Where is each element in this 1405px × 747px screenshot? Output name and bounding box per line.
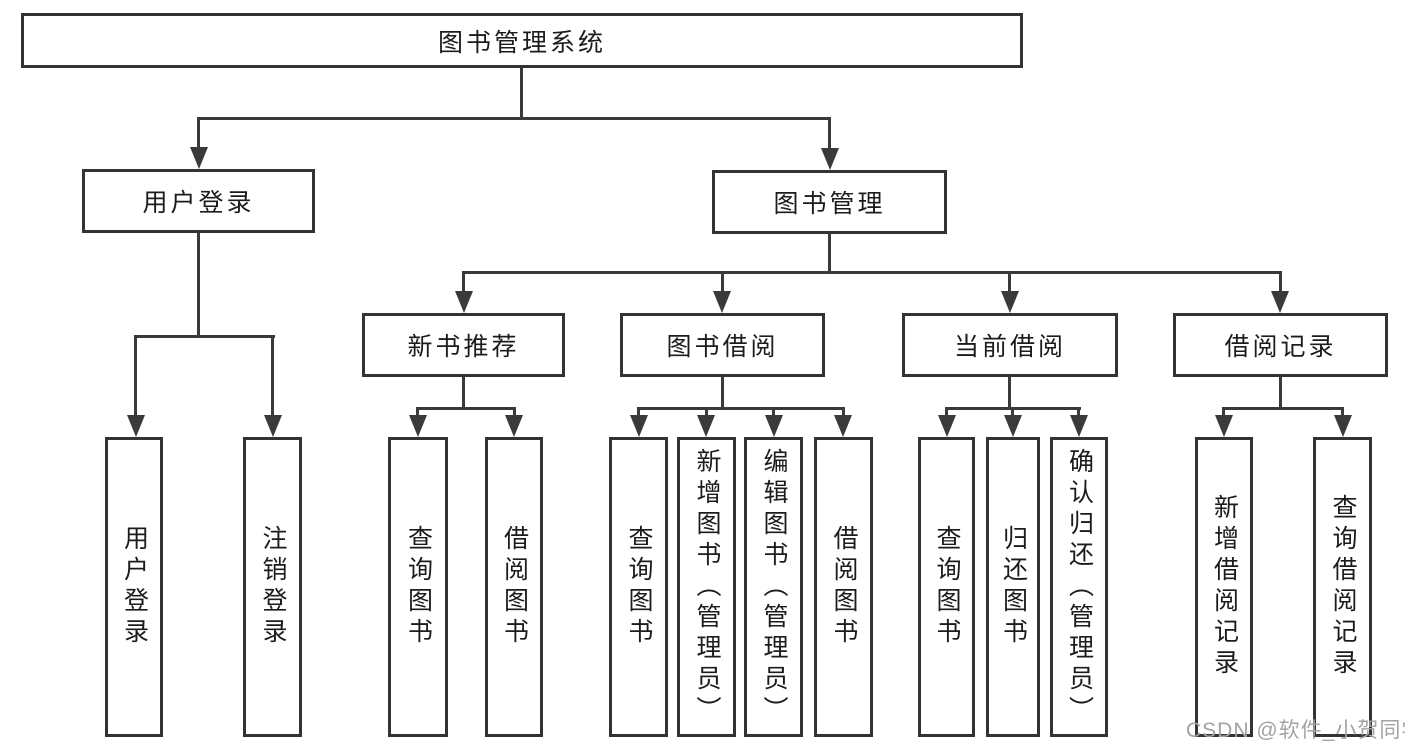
leaf-return-books-label: 归还图书 — [999, 525, 1028, 649]
connector-line — [134, 335, 275, 338]
leaf-add-borrow-record-label: 新增借阅记录 — [1210, 494, 1239, 680]
leaf-edit-books-admin: 编辑图书（管理员） — [744, 437, 803, 737]
connector-line — [1008, 377, 1011, 409]
leaf-add-books-admin-label: 新增图书（管理员） — [693, 447, 721, 727]
watermark: CSDN @软件_小贺同学 — [1186, 719, 1405, 742]
leaf-edit-books-admin-label: 编辑图书（管理员） — [760, 447, 788, 727]
arrowhead-down-icon — [765, 415, 783, 437]
node-borrow-records: 借阅记录 — [1173, 313, 1388, 377]
connector-line — [945, 407, 948, 419]
arrowhead-down-icon — [834, 415, 852, 437]
leaf-add-books-admin: 新增图书（管理员） — [677, 437, 736, 737]
arrowhead-down-icon — [264, 415, 282, 437]
connector-line — [772, 407, 775, 419]
arrowhead-down-icon — [821, 148, 839, 170]
node-book-borrow-label: 图书借阅 — [666, 333, 779, 361]
connector-line — [520, 68, 523, 118]
leaf-query-books-current: 查询图书 — [918, 437, 975, 737]
connector-line — [1008, 271, 1011, 295]
arrowhead-down-icon — [127, 415, 145, 437]
connector-line — [1011, 407, 1014, 419]
connector-line — [721, 377, 724, 409]
connector-line — [197, 117, 200, 149]
arrowhead-down-icon — [697, 415, 715, 437]
leaf-borrow-books-label: 借阅图书 — [830, 525, 858, 649]
leaf-query-books-recommend: 查询图书 — [388, 437, 448, 737]
arrowhead-down-icon — [1271, 291, 1289, 313]
connector-line — [134, 335, 137, 417]
connector-line — [1341, 407, 1344, 419]
arrowhead-down-icon — [1215, 415, 1233, 437]
arrowhead-down-icon — [190, 147, 208, 169]
connector-line — [637, 407, 640, 419]
arrowhead-down-icon — [630, 415, 648, 437]
leaf-user-login: 用户登录 — [105, 437, 163, 737]
node-user-login: 用户登录 — [82, 169, 315, 233]
node-current-borrow-label: 当前借阅 — [953, 333, 1066, 361]
arrowhead-down-icon — [713, 291, 731, 313]
leaf-query-books-borrow: 查询图书 — [609, 437, 668, 737]
node-root: 图书管理系统 — [21, 13, 1023, 68]
connector-line — [1222, 407, 1225, 419]
connector-line — [842, 407, 845, 419]
connector-line — [462, 271, 1282, 274]
node-book-management: 图书管理 — [712, 170, 947, 234]
connector-line — [1077, 407, 1080, 419]
connector-line — [416, 407, 419, 419]
connector-line — [1279, 377, 1282, 409]
leaf-confirm-return-admin: 确认归还（管理员） — [1050, 437, 1108, 737]
arrowhead-down-icon — [1004, 415, 1022, 437]
leaf-logout: 注销登录 — [243, 437, 302, 737]
leaf-add-borrow-record: 新增借阅记录 — [1195, 437, 1253, 737]
leaf-query-borrow-record-label: 查询借阅记录 — [1329, 494, 1357, 680]
node-book-management-label: 图书管理 — [773, 190, 886, 218]
connector-line — [271, 335, 274, 417]
leaf-logout-label: 注销登录 — [259, 525, 287, 649]
leaf-confirm-return-admin-label: 确认归还（管理员） — [1065, 447, 1094, 727]
leaf-query-books-borrow-label: 查询图书 — [625, 525, 653, 649]
connector-line — [462, 271, 465, 295]
arrowhead-down-icon — [1070, 415, 1088, 437]
leaf-query-books-current-label: 查询图书 — [933, 525, 961, 649]
arrowhead-down-icon — [1334, 415, 1352, 437]
leaf-return-books: 归还图书 — [986, 437, 1040, 737]
connector-line — [197, 117, 831, 120]
node-root-label: 图书管理系统 — [437, 28, 606, 57]
connector-line — [637, 407, 845, 410]
connector-line — [828, 234, 831, 273]
connector-line — [721, 271, 724, 295]
node-borrow-records-label: 借阅记录 — [1224, 333, 1337, 361]
leaf-query-books-recommend-label: 查询图书 — [404, 525, 433, 649]
arrowhead-down-icon — [505, 415, 523, 437]
connector-line — [705, 407, 708, 419]
connector-line — [513, 407, 516, 419]
leaf-borrow-books: 借阅图书 — [814, 437, 873, 737]
arrowhead-down-icon — [409, 415, 427, 437]
node-current-borrow: 当前借阅 — [902, 313, 1118, 377]
connector-line — [197, 233, 200, 337]
connector-line — [462, 377, 465, 409]
node-new-book-recommend: 新书推荐 — [362, 313, 565, 377]
connector-line — [1279, 271, 1282, 295]
leaf-user-login-label: 用户登录 — [120, 525, 149, 649]
leaf-borrow-books-recommend-label: 借阅图书 — [500, 525, 529, 649]
leaf-borrow-books-recommend: 借阅图书 — [485, 437, 543, 737]
arrowhead-down-icon — [1001, 291, 1019, 313]
node-new-book-recommend-label: 新书推荐 — [407, 333, 520, 361]
leaf-query-borrow-record: 查询借阅记录 — [1313, 437, 1372, 737]
connector-line — [828, 117, 831, 150]
connector-line — [416, 407, 516, 410]
arrowhead-down-icon — [455, 291, 473, 313]
connector-line — [1222, 407, 1344, 410]
node-user-login-label: 用户登录 — [142, 189, 255, 217]
node-book-borrow: 图书借阅 — [620, 313, 825, 377]
arrowhead-down-icon — [938, 415, 956, 437]
